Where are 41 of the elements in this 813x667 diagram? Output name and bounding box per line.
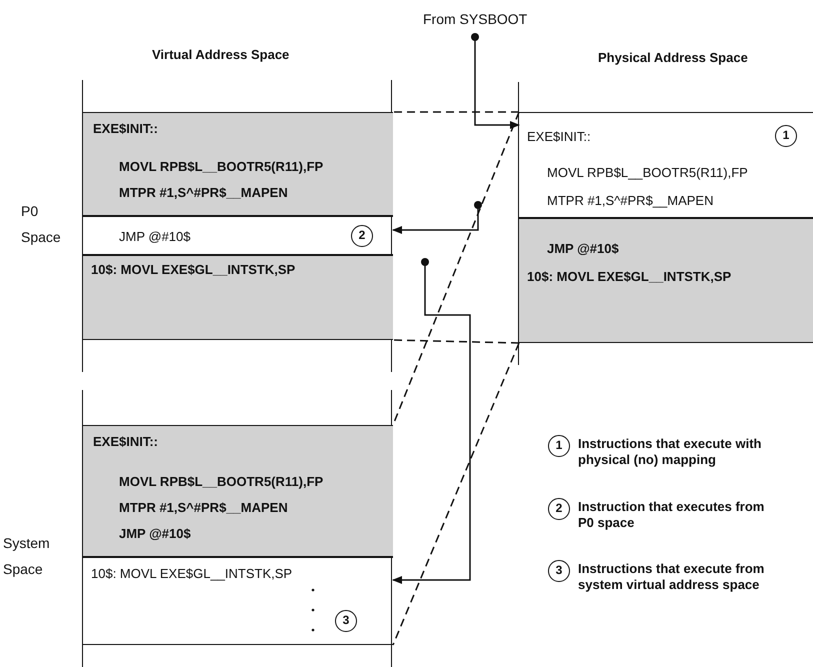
code-line: 10$: MOVL EXE$GL__INTSTK,SP xyxy=(527,269,732,285)
step-number-circle: 1 xyxy=(548,435,570,457)
step-number-circle: 1 xyxy=(775,125,797,147)
step-number-circle: 2 xyxy=(548,498,570,520)
dashed-mapping-line xyxy=(393,111,519,113)
code-line: EXE$INIT:: xyxy=(93,121,158,137)
region-label: System Space xyxy=(3,534,51,579)
dashed-mapping-line xyxy=(392,342,520,646)
step-number-circle: 3 xyxy=(548,560,570,582)
dashed-mapping-line xyxy=(392,339,520,344)
code-line: JMP @#10$ xyxy=(119,229,190,245)
step-number-circle: 2 xyxy=(351,225,373,247)
code-line: MTPR #1,S^#PR$__MAPEN xyxy=(547,193,714,209)
code-line: 10$: MOVL EXE$GL__INTSTK,SP xyxy=(91,262,296,278)
code-line: JMP @#10$ xyxy=(547,241,619,257)
legend-description: Instructions that execute from system virtual address space xyxy=(578,561,766,593)
code-line: MTPR #1,S^#PR$__MAPEN xyxy=(119,500,288,516)
source-label: From SYSBOOT xyxy=(423,11,528,27)
code-line: MOVL RPB$L__BOOTR5(R11),FP xyxy=(547,165,748,181)
code-line: 10$: MOVL EXE$GL__INTSTK,SP xyxy=(91,566,292,582)
code-line: EXE$INIT:: xyxy=(93,434,158,450)
column-heading: Virtual Address Space xyxy=(152,47,290,62)
legend-description: Instruction that executes from P0 space xyxy=(578,499,766,531)
step-number-circle: 3 xyxy=(335,610,357,632)
code-block xyxy=(83,557,393,645)
code-line: MOVL RPB$L__BOOTR5(R11),FP xyxy=(119,159,324,175)
code-line: JMP @#10$ xyxy=(119,526,191,542)
column-heading: Physical Address Space xyxy=(598,50,748,65)
shaded-code-block xyxy=(83,255,393,340)
memory-region xyxy=(518,82,813,365)
shaded-code-block xyxy=(83,112,393,216)
arrow xyxy=(392,201,482,234)
arrow xyxy=(471,33,520,129)
region-label: P0 Space xyxy=(21,202,62,247)
shaded-code-block xyxy=(83,425,393,557)
code-line: MOVL RPB$L__BOOTR5(R11),FP xyxy=(119,474,324,490)
arrow xyxy=(392,258,471,584)
shaded-code-block xyxy=(519,218,813,343)
legend-description: Instructions that execute with physical (no) mapping xyxy=(578,436,762,468)
code-line: MTPR #1,S^#PR$__MAPEN xyxy=(119,185,288,201)
code-line: EXE$INIT:: xyxy=(527,129,591,145)
